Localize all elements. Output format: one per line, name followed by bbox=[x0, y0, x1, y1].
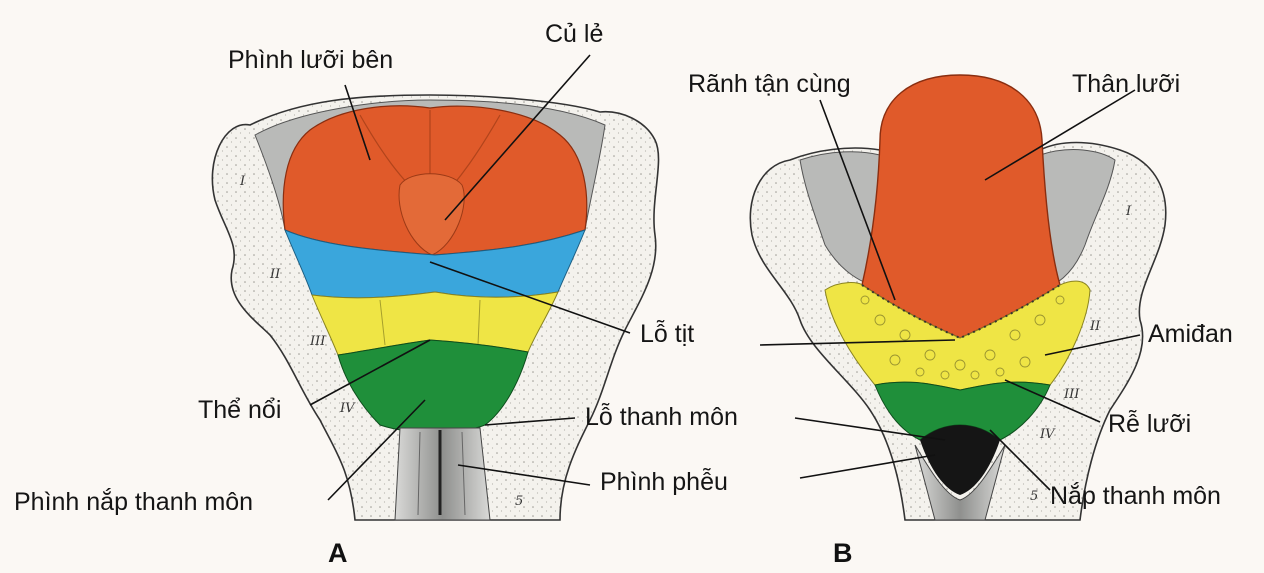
panel-letter-a: A bbox=[328, 538, 348, 568]
panel-a-tuberculum-impar bbox=[398, 173, 465, 256]
panel-b-epiglottis bbox=[874, 381, 1051, 441]
svg-text:II: II bbox=[1089, 319, 1101, 334]
label-eminence: Thể nổi bbox=[198, 396, 282, 424]
label-epiglottal-swelling: Phình nắp thanh môn bbox=[14, 488, 254, 516]
svg-text:5: 5 bbox=[515, 494, 523, 509]
label-tonsil: Amiđan bbox=[1148, 320, 1233, 348]
panel-letter-b: B bbox=[833, 538, 853, 568]
label-epiglottis: Nắp thanh môn bbox=[1050, 482, 1221, 510]
panel-a-arytenoid-swelling bbox=[394, 427, 491, 521]
label-terminal-sulcus: Rãnh tận cùng bbox=[688, 70, 851, 98]
panel-b-tongue-body bbox=[861, 74, 1061, 339]
panel-a-figure: I II III IV 5 bbox=[211, 94, 660, 521]
panel-b-laryngeal-orifice bbox=[920, 425, 1000, 495]
label-foramen-cecum: Lỗ tịt bbox=[640, 320, 695, 348]
label-arytenoid-swelling: Phình phễu bbox=[600, 468, 728, 496]
panel-a-epiglottal-swelling bbox=[337, 339, 529, 433]
svg-text:III: III bbox=[309, 334, 326, 349]
svg-text:I: I bbox=[1125, 204, 1132, 219]
svg-text:5: 5 bbox=[1030, 489, 1038, 504]
label-tongue-root: Rễ lưỡi bbox=[1108, 410, 1192, 438]
leader-lines bbox=[309, 54, 1141, 501]
panel-b-figure: I II III IV 5 bbox=[749, 74, 1167, 521]
svg-text:I: I bbox=[239, 174, 246, 189]
svg-text:IV: IV bbox=[1039, 427, 1056, 442]
svg-text:III: III bbox=[1063, 387, 1080, 402]
svg-text:IV: IV bbox=[339, 401, 356, 416]
label-laryngeal-orifice: Lỗ thanh môn bbox=[585, 403, 738, 431]
svg-text:II: II bbox=[269, 267, 281, 282]
label-tuberculum-impar: Củ lẻ bbox=[545, 20, 604, 48]
label-lateral-lingual-swelling: Phình lưỡi bên bbox=[228, 46, 394, 74]
label-tongue-body: Thân lưỡi bbox=[1072, 70, 1181, 98]
panel-b-arytenoid bbox=[914, 444, 1006, 521]
